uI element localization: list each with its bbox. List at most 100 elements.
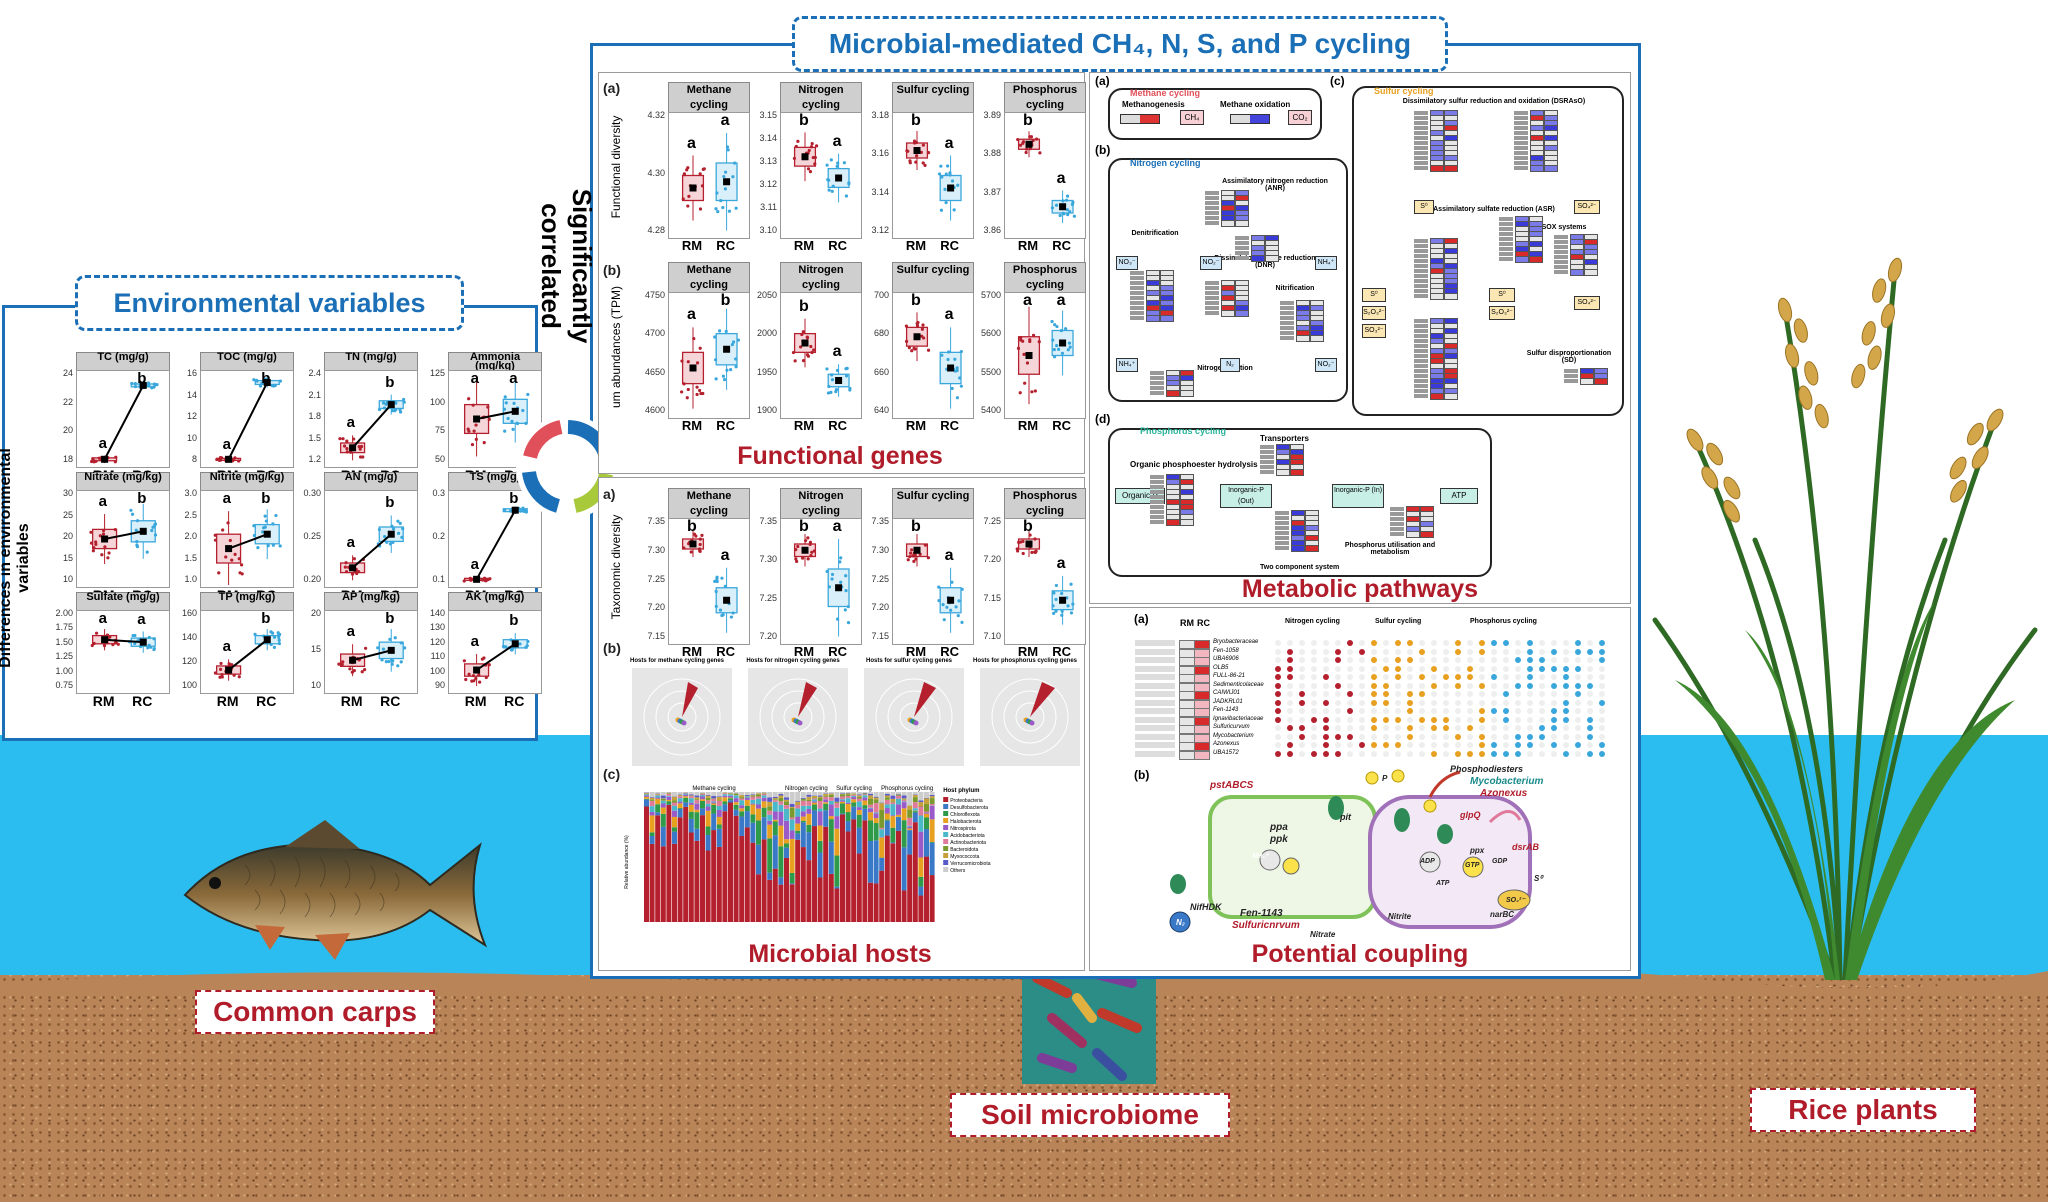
coupling-label: pstABCS (1210, 780, 1254, 791)
coupling-row-label (1135, 750, 1175, 757)
stacked-bar-segment (873, 883, 879, 922)
stacked-bar-segment (845, 792, 851, 793)
data-point (920, 327, 925, 331)
data-point (269, 642, 273, 647)
coupling-dot (1347, 716, 1353, 723)
data-point (1072, 214, 1076, 218)
coupling-dot (1491, 699, 1497, 706)
coupling-dot (1599, 674, 1605, 680)
mean-marker (913, 147, 921, 154)
stacked-bar-segment (655, 804, 661, 813)
mean-marker (473, 415, 481, 423)
s0-node-right: S⁰ (1489, 288, 1515, 302)
stacked-bar-segment (711, 801, 717, 803)
coupling-dot (1479, 691, 1485, 697)
data-point (801, 330, 805, 334)
coupling-dot (1467, 674, 1473, 680)
stacked-bar-segment (856, 853, 862, 922)
data-point (381, 401, 386, 405)
stacked-bar-segment (649, 806, 655, 812)
coupling-dot (1275, 674, 1281, 680)
y-tick-label: 90 (434, 680, 445, 690)
y-tick-label: 0.1 (432, 574, 445, 584)
data-point (946, 164, 950, 168)
data-point (1028, 339, 1032, 344)
data-point (396, 519, 400, 523)
legend-swatch (943, 797, 949, 802)
coupling-dot (1491, 665, 1497, 672)
mean-marker (511, 407, 519, 415)
plot-area (780, 292, 862, 419)
data-point (1028, 135, 1032, 139)
stacked-bar-segment (924, 817, 929, 830)
y-tick-label: 4650 (644, 366, 665, 377)
stacked-bar-segment (784, 857, 789, 922)
stacked-bar-segment (918, 802, 924, 806)
coupling-label: Nitrate (1310, 930, 1336, 939)
y-tick-label: 7.30 (647, 544, 665, 555)
legend-label: Actinobacteriota (950, 840, 986, 846)
coupling-dot (1395, 640, 1401, 646)
coupling-dot (1359, 699, 1365, 706)
coupling-dot (1347, 733, 1353, 740)
heatmap-gene-label (1414, 110, 1428, 115)
data-point (363, 668, 367, 672)
stacked-bar-segment (711, 796, 717, 799)
coupling-panel-a: (a) (1134, 612, 1149, 626)
stacked-bar-segment (907, 817, 913, 826)
stacked-bar-segment (655, 815, 661, 922)
heatmap-gene-label (1150, 504, 1164, 509)
heatmap-gene-label (1275, 530, 1289, 535)
data-point (810, 142, 814, 146)
data-point (487, 417, 491, 421)
mean-marker (473, 575, 481, 583)
y-tick-label: 7.20 (871, 602, 889, 613)
data-point (806, 536, 810, 540)
data-point (910, 349, 914, 353)
coupling-dot (1287, 682, 1293, 689)
box-plot-marks (462, 506, 528, 583)
data-point (503, 508, 507, 512)
functional-abundance-ylabel: um abundances (TPM) (609, 285, 623, 409)
data-point (89, 541, 94, 545)
data-point (94, 459, 98, 463)
data-point (130, 512, 135, 516)
coupling-dot (1587, 665, 1593, 672)
box-plot-marks (680, 308, 740, 409)
stacked-bar-segment (817, 825, 823, 841)
data-point (940, 353, 944, 357)
data-point (1069, 611, 1074, 615)
data-point (356, 569, 361, 574)
coupling-dot (1347, 657, 1353, 663)
coupling-dot (1527, 657, 1533, 663)
coupling-dot (1455, 716, 1461, 723)
coupling-dot (1515, 648, 1521, 655)
stacked-bar-segment (789, 806, 795, 808)
stacked-bar-segment (873, 840, 879, 884)
x-tick-label: RC (716, 238, 735, 253)
mini-heatmap (1499, 216, 1543, 263)
plot-area (1004, 292, 1086, 419)
stacked-bar-segment (873, 792, 879, 797)
coupling-dot (1431, 708, 1437, 714)
x-tick-label: RM (1017, 238, 1039, 253)
data-point (462, 579, 466, 583)
data-point (807, 148, 811, 153)
stacked-bar-segment (856, 801, 862, 808)
heatmap-gene-label (1280, 300, 1294, 305)
coupling-dot (1347, 648, 1353, 655)
data-point (796, 544, 800, 549)
significance-letter: b (911, 518, 921, 535)
stacked-bar-segment (884, 813, 890, 820)
coupling-dot (1407, 657, 1413, 663)
significance-letter: b (799, 112, 809, 129)
bar-group-label: Nitrogen cycling (785, 786, 828, 792)
y-tick-label: 0.3 (432, 488, 445, 498)
mini-heatmap (1414, 318, 1458, 400)
stacked-bar-segment (778, 801, 784, 805)
data-point (1018, 540, 1023, 544)
stacked-bar-segment (840, 793, 845, 794)
heatmap-gene-label (1390, 511, 1404, 516)
data-point (213, 671, 218, 675)
coupling-label: glpQ (1460, 810, 1481, 820)
